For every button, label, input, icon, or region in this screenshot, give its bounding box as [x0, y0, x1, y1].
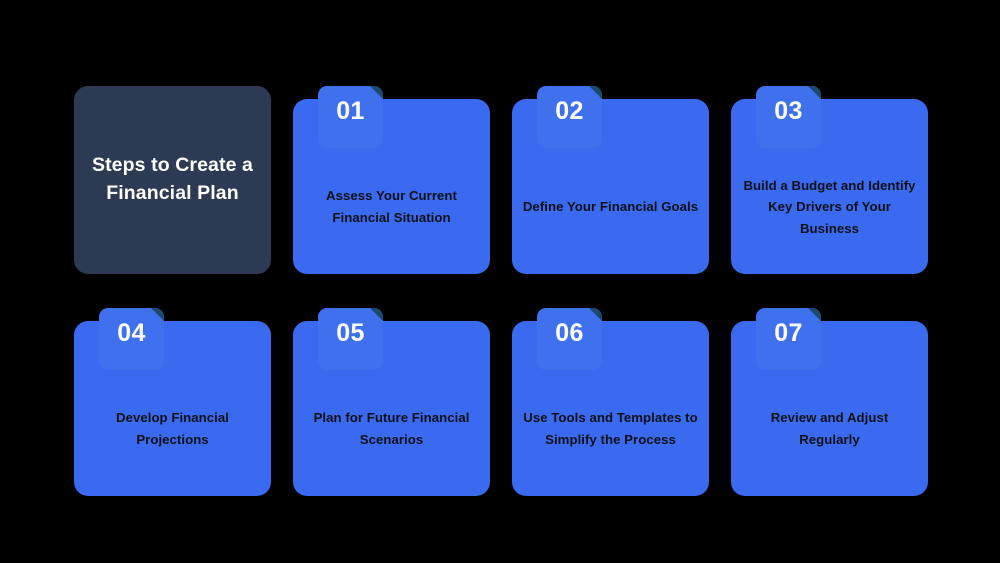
step-card-06[interactable]: 06 Use Tools and Templates to Simplify t… [512, 308, 709, 496]
step-number-badge: 04 [99, 308, 164, 370]
step-number: 06 [555, 318, 584, 347]
step-number-badge: 07 [756, 308, 821, 370]
folded-corner-icon [808, 86, 821, 99]
step-label: Use Tools and Templates to Simplify the … [523, 410, 698, 447]
step-label: Build a Budget and Identify Key Drivers … [743, 177, 916, 236]
step-number-badge: 02 [537, 86, 602, 148]
step-number: 01 [336, 96, 365, 125]
step-card-07[interactable]: 07 Review and Adjust Regularly [731, 308, 928, 496]
step-card-02[interactable]: 02 Define Your Financial Goals [512, 86, 709, 274]
folded-corner-icon [151, 308, 164, 321]
step-number-badge: 03 [756, 86, 821, 148]
page-title: Steps to Create a Financial Plan [91, 154, 253, 204]
title-card: Steps to Create a Financial Plan [74, 86, 271, 274]
step-card-04[interactable]: 04 Develop Financial Projections [74, 308, 271, 496]
step-number-badge: 05 [318, 308, 383, 370]
step-number: 03 [774, 96, 803, 125]
step-card-01[interactable]: 01 Assess Your Current Financial Situati… [293, 86, 490, 274]
folded-corner-icon [589, 308, 602, 321]
step-label: Develop Financial Projections [116, 410, 229, 447]
step-number: 04 [117, 318, 146, 347]
step-card-05[interactable]: 05 Plan for Future Financial Scenarios [293, 308, 490, 496]
step-number: 02 [555, 96, 584, 125]
step-label: Assess Your Current Financial Situation [326, 188, 457, 225]
folded-corner-icon [370, 308, 383, 321]
step-number: 07 [774, 318, 803, 347]
folded-corner-icon [808, 308, 821, 321]
step-number-badge: 06 [537, 308, 602, 370]
step-number-badge: 01 [318, 86, 383, 148]
steps-grid: Steps to Create a Financial Plan 01 Asse… [74, 86, 930, 496]
step-card-03[interactable]: 03 Build a Budget and Identify Key Drive… [731, 86, 928, 274]
step-label: Define Your Financial Goals [522, 199, 699, 215]
step-number: 05 [336, 318, 365, 347]
folded-corner-icon [589, 86, 602, 99]
step-label: Review and Adjust Regularly [770, 410, 889, 447]
folded-corner-icon [370, 86, 383, 99]
step-label: Plan for Future Financial Scenarios [313, 410, 470, 447]
